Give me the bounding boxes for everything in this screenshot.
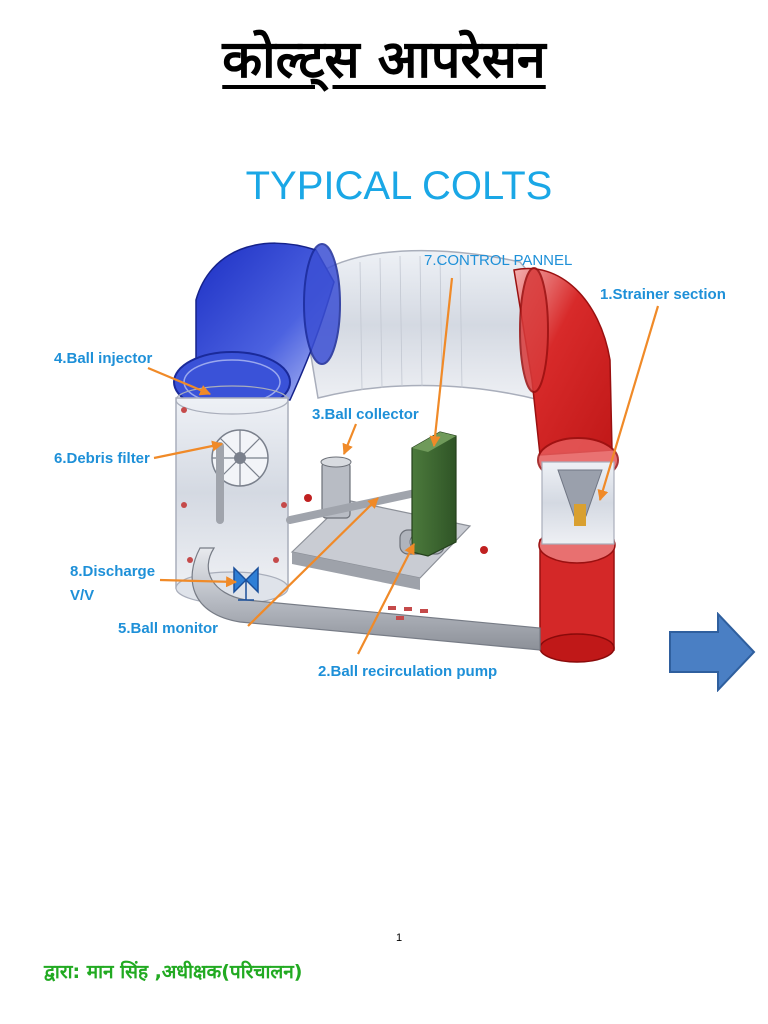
label-strainer-section: 1.Strainer section — [600, 286, 726, 303]
pointer-recirculation-pump — [357, 543, 415, 655]
pointer-discharge-valve — [159, 576, 238, 588]
pointer-ball-monitor — [247, 497, 379, 627]
label-control-panel: 7.CONTROL PANNEL — [424, 252, 573, 269]
pointer-ball-injector — [147, 366, 212, 396]
label-discharge-valve-line1: 8.Discharge — [70, 563, 156, 580]
ball-collector-vessel — [320, 456, 352, 519]
page-title: कोल्ट्स आपरेसन — [222, 30, 546, 90]
label-ball-collector: 3.Ball collector — [312, 406, 419, 423]
pointer-ball-collector — [342, 423, 358, 456]
label-ball-recirculation-pump: 2.Ball recirculation pump — [318, 663, 498, 680]
strainer-section — [541, 461, 615, 545]
label-discharge-valve-line2: V/V — [70, 587, 95, 604]
inlet-elbow-blue — [173, 242, 341, 413]
pointer-control-panel — [429, 277, 454, 448]
left-column — [175, 385, 289, 605]
pointer-debris-filter — [153, 440, 224, 460]
label-ball-monitor: 5.Ball monitor — [118, 620, 219, 637]
next-page-arrow-icon[interactable] — [668, 612, 756, 692]
label-debris-filter: 6.Debris filter — [54, 450, 150, 467]
diagram-subtitle: TYPICAL COLTS — [245, 164, 553, 208]
pointer-strainer — [597, 305, 660, 502]
bottom-pipe — [191, 547, 541, 651]
label-ball-injector: 4.Ball injector — [54, 350, 153, 367]
debris-filter-rotor — [211, 429, 269, 487]
author-credit: द्वारा: मान सिंह ,अधीक्षक(परिचालन) — [44, 961, 303, 983]
page-number: 1 — [396, 932, 403, 944]
control-panel-cabinet — [411, 431, 457, 557]
